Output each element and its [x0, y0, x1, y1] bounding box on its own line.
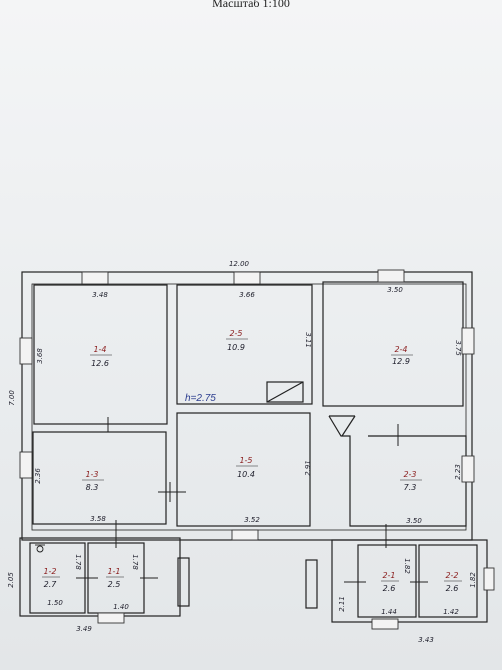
- dim-room-2-5-width: 3.66: [239, 291, 255, 299]
- dim-total-height: 7.00: [8, 390, 16, 406]
- dim-room-1-3-height: 2.36: [34, 468, 42, 484]
- room-id: 2-4: [394, 345, 407, 354]
- room-area: 2.6: [383, 584, 396, 593]
- window: [231, 529, 259, 541]
- room-id: 1-5: [239, 456, 252, 465]
- dim-room-2-2-height: 1.82: [469, 572, 477, 588]
- scale-header: Масштаб 1:100: [212, 0, 290, 10]
- room-id: 2-5: [229, 329, 242, 338]
- stair-symbol: [266, 381, 304, 403]
- room-outline-2-2: [418, 544, 478, 618]
- dim-room-1-5-width: 3.52: [244, 516, 260, 524]
- window: [19, 337, 33, 365]
- dim-porch-left-height: 2.05: [7, 572, 15, 588]
- room-id: 2-1: [382, 571, 395, 580]
- window: [81, 271, 109, 285]
- room-outline-1-3: [32, 431, 167, 525]
- dim-room-2-4-width: 3.50: [387, 286, 403, 294]
- room-id: 1-1: [107, 567, 120, 576]
- window: [461, 455, 475, 483]
- dim-total-width: 12.00: [229, 260, 250, 268]
- room-area: 10.4: [237, 470, 255, 479]
- dim-room-1-4-height: 3.68: [36, 348, 44, 364]
- dim-room-2-5-height: 3.11: [304, 332, 312, 348]
- room-id: 1-4: [93, 345, 106, 354]
- dim-porch-left-width: 3.49: [76, 625, 92, 633]
- dim-porch-right-height: 2.11: [338, 596, 346, 612]
- stair-diagonal: [266, 381, 304, 403]
- dim-room-1-3-width: 3.58: [90, 515, 106, 523]
- window: [371, 618, 399, 630]
- window: [19, 451, 33, 479]
- ceiling-height-note: h=2.75: [185, 393, 216, 404]
- room-id: 1-2: [43, 567, 56, 576]
- room-area: 2.7: [44, 580, 58, 589]
- room-outline-1-5: [176, 412, 311, 527]
- dim-room-1-2-height: 1.78: [74, 554, 82, 570]
- room-area: 12.9: [392, 357, 410, 366]
- room-area: 12.6: [91, 359, 109, 368]
- room-area: 7.3: [404, 483, 417, 492]
- dim-room-2-3-height: 2.23: [454, 464, 462, 480]
- window: [461, 327, 475, 355]
- window: [233, 271, 261, 285]
- dim-room-2-1-height: 1.82: [403, 558, 411, 574]
- dim-room-2-4-height: 3.75: [454, 340, 462, 356]
- room-id: 2-3: [403, 470, 416, 479]
- dim-room-1-5-height: 2.91: [304, 460, 312, 476]
- window: [483, 567, 495, 591]
- room-outline-2-1: [357, 544, 417, 618]
- dim-room-1-1-width: 1.40: [113, 603, 129, 611]
- room-area: 2.5: [108, 580, 121, 589]
- room-outline-2-4: [322, 281, 464, 407]
- dim-porch-right-width: 3.43: [418, 636, 434, 644]
- room-area: 8.3: [86, 483, 99, 492]
- room-id: 2-2: [445, 571, 458, 580]
- room-area: 2.6: [446, 584, 459, 593]
- porch-left-post: [177, 557, 190, 607]
- corner-wall-line: [341, 415, 356, 437]
- dim-room-2-3-width: 3.50: [406, 517, 422, 525]
- room-outline-2-5: [176, 284, 313, 405]
- room-outline-1-4: [33, 284, 168, 425]
- room-outline-2-3: [328, 415, 467, 527]
- room-area: 10.9: [227, 343, 245, 352]
- window: [97, 612, 125, 624]
- dim-room-2-2-width: 1.42: [443, 608, 459, 616]
- inner-wall-line: [31, 283, 467, 531]
- toilet-symbol: [36, 545, 44, 553]
- dim-room-2-1-width: 1.44: [381, 608, 397, 616]
- room-id: 1-3: [85, 470, 98, 479]
- dim-room-1-1-height: 1.78: [131, 554, 139, 570]
- dim-room-1-2-width: 1.50: [47, 599, 63, 607]
- dim-room-1-4-width: 3.48: [92, 291, 108, 299]
- window: [377, 269, 405, 283]
- porch-right-outer: [331, 539, 488, 623]
- porch-right-post: [305, 559, 318, 609]
